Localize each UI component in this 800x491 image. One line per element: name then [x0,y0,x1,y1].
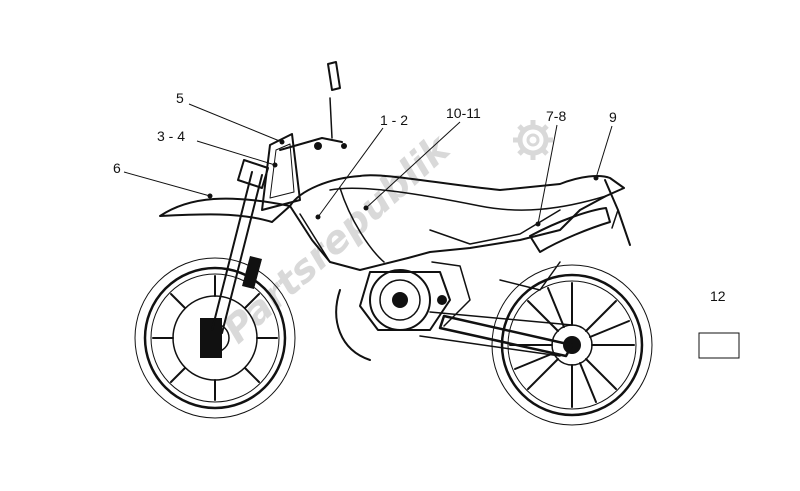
callout-5-dot [279,139,285,145]
callout-1-2-leader [317,127,384,218]
callout-10-11: 10-11 [363,105,481,211]
callout-5-label: 5 [176,90,184,106]
handlebar [279,61,347,151]
callout-7-8: 7-8 [535,108,566,227]
callout-10-11-label: 10-11 [446,105,481,121]
callout-7-8-leader [537,124,558,225]
callout-7-8-dot [535,221,541,227]
callout-1-2-label: 1 - 2 [380,112,408,128]
callout-12: 12 [698,288,740,359]
callout-12-label: 12 [710,288,726,304]
callout-1-2: 1 - 2 [315,112,408,220]
callout-5: 5 [176,90,285,145]
engine [335,207,611,361]
callout-10-11-dot [363,205,369,211]
decal-sheet [698,332,740,359]
front-wheel [134,257,296,419]
callout-3-4-leader [196,140,276,166]
callout-9: 9 [593,109,617,181]
callout-6-label: 6 [113,160,121,176]
callout-3-4: 3 - 4 [157,128,278,168]
front-number-plate [261,133,301,211]
callout-7-8-label: 7-8 [546,108,566,124]
callout-3-4-label: 3 - 4 [157,128,185,144]
gear-icon [513,120,553,160]
bodywork [289,174,631,271]
callout-6: 6 [113,160,213,199]
callout-6-dot [207,193,213,199]
watermark: Partsrepublik [215,120,553,352]
callout-9-leader [595,125,613,179]
callout-6-leader [123,171,211,197]
callout-9-label: 9 [609,109,617,125]
swingarm [419,261,574,358]
callout-10-11-leader [365,121,461,209]
callout-5-leader [188,103,283,143]
callout-1-2-dot [315,214,321,220]
front-fender [159,197,291,223]
callout-9-dot [593,175,599,181]
callout-3-4-dot [272,162,278,168]
